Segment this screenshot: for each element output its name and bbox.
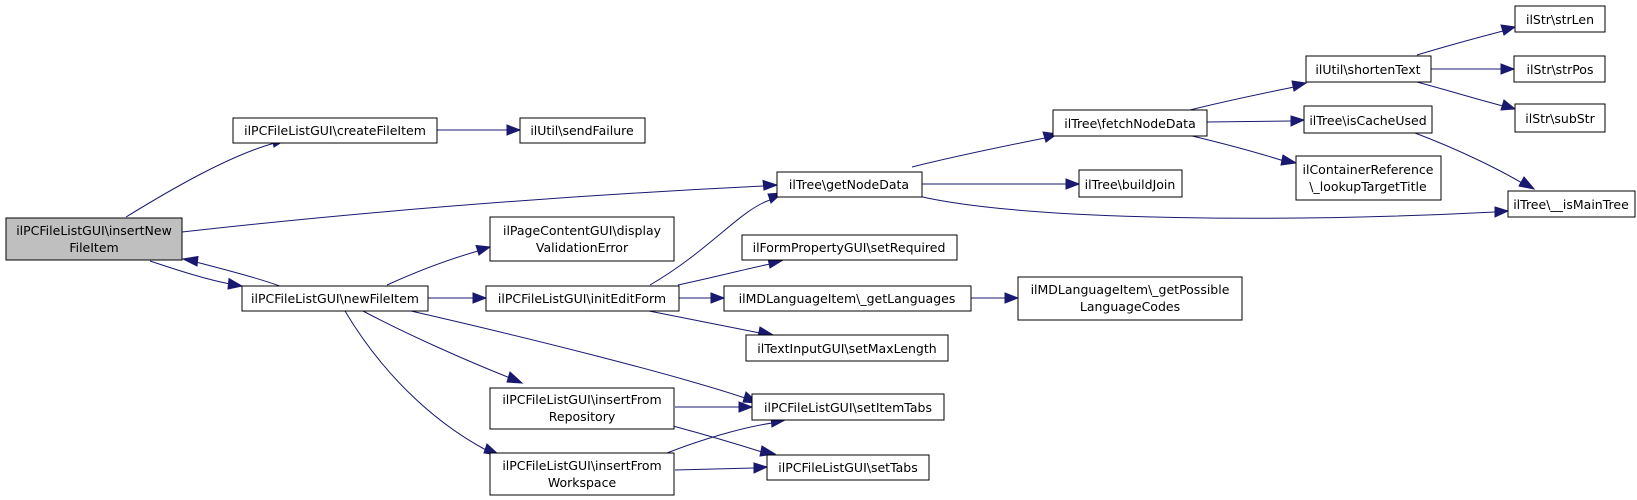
node-fetchnodedata[interactable]: ilTree\fetchNodeData: [1052, 109, 1208, 137]
edge-newfileitem-to-insertfromrepository: [362, 310, 524, 384]
node-setrequired[interactable]: ilFormPropertyGUI\setRequired: [741, 234, 958, 261]
edge-newfileitem-to-insertfromworkspace: [344, 310, 501, 456]
node-createfileitem[interactable]: ilPCFileListGUI\createFileItem: [232, 117, 438, 144]
node-getnodedata[interactable]: ilTree\getNodeData: [776, 171, 923, 198]
nodes: ilPCFileListGUI\insertNew FileItem ilPCF…: [5, 5, 1636, 496]
node-label: ilPCFileListGUI\initEditForm: [498, 291, 666, 306]
node-label: ilPCFileListGUI\insertFrom: [502, 392, 661, 407]
edge-iscacheused-to-ismaintree: [1414, 132, 1536, 190]
node-label: ilFormPropertyGUI\setRequired: [753, 240, 946, 255]
edge-insertnew-to-getnodedata: [181, 179, 779, 233]
node-label: ilUtil\sendFailure: [530, 123, 634, 138]
node-label: Repository: [549, 409, 616, 424]
edge-workspace-to-setitemtabs: [666, 416, 787, 454]
node-label: Workspace: [548, 475, 617, 490]
edge-newfileitem-to-displayvalidationerror: [386, 244, 492, 286]
node-label: LanguageCodes: [1080, 299, 1180, 314]
edge-initeditform-to-setrequired: [677, 257, 785, 286]
node-getpossiblelanguagecodes[interactable]: ilMDLanguageItem\_getPossible LanguageCo…: [1017, 276, 1243, 321]
node-setitemtabs[interactable]: ilPCFileListGUI\setItemTabs: [751, 393, 945, 421]
edge-fetchnodedata-to-lookuptargettitle: [1187, 134, 1298, 166]
edge-newfileitem-to-initeditform: [428, 292, 488, 304]
node-iscacheused[interactable]: ilTree\isCacheUsed: [1303, 105, 1433, 134]
node-setmaxlength[interactable]: ilTextInputGUI\setMaxLength: [745, 334, 949, 362]
edge-shortentext-to-strpos: [1431, 63, 1516, 75]
edge-repository-to-setitemtabs: [675, 401, 754, 413]
node-settabs[interactable]: ilPCFileListGUI\setTabs: [766, 454, 930, 481]
node-insertfromrepository[interactable]: ilPCFileListGUI\insertFrom Repository: [489, 387, 675, 430]
edges: [125, 24, 1536, 474]
node-initeditform[interactable]: ilPCFileListGUI\initEditForm: [485, 285, 680, 312]
node-label: ilPageContentGUI\display: [503, 223, 662, 238]
node-substr[interactable]: ilStr\subStr: [1514, 103, 1606, 133]
node-label: ilTree\isCacheUsed: [1309, 113, 1426, 128]
node-label: ilPCFileListGUI\insertNew: [16, 223, 172, 238]
node-label: ilStr\strPos: [1527, 62, 1594, 77]
node-newfileitem[interactable]: ilPCFileListGUI\newFileItem: [241, 285, 429, 312]
node-label: ilTree\__isMainTree: [1513, 197, 1629, 212]
edge-insertnew-to-createfileitem: [125, 135, 287, 218]
node-strlen[interactable]: ilStr\strLen: [1514, 5, 1606, 33]
node-lookuptargettitle[interactable]: ilContainerReference \_lookupTargetTitle: [1295, 155, 1442, 201]
edge-repository-to-settabs: [672, 425, 777, 457]
node-label: ilPCFileListGUI\setTabs: [778, 460, 918, 475]
edge-initeditform-to-getlanguages: [679, 292, 726, 304]
edge-getnodedata-to-fetchnodedata: [911, 131, 1059, 168]
node-label: ilMDLanguageItem\_getLanguages: [739, 291, 956, 306]
node-label: \_lookupTargetTitle: [1309, 179, 1427, 194]
node-label: FileItem: [69, 240, 118, 255]
node-buildjoin[interactable]: ilTree\buildJoin: [1078, 169, 1183, 198]
node-strpos[interactable]: ilStr\strPos: [1513, 55, 1606, 83]
node-shortentext[interactable]: ilUtil\shortenText: [1305, 55, 1432, 83]
node-label: ilStr\strLen: [1526, 12, 1594, 27]
node-label: ilTextInputGUI\setMaxLength: [757, 341, 936, 356]
node-insertnewfileitem[interactable]: ilPCFileListGUI\insertNew FileItem: [5, 217, 183, 261]
node-label: ilTree\buildJoin: [1085, 177, 1176, 192]
edge-createfileitem-to-sendfailure: [437, 124, 522, 136]
node-label: ilUtil\shortenText: [1315, 62, 1420, 77]
node-label: ilPCFileListGUI\createFileItem: [244, 123, 426, 138]
edge-fetchnodedata-to-iscacheused: [1206, 115, 1306, 127]
node-insertfromworkspace[interactable]: ilPCFileListGUI\insertFrom Workspace: [489, 452, 675, 496]
edge-getlanguages-to-getpossiblelanguagecodes: [971, 292, 1020, 304]
node-label: ilTree\fetchNodeData: [1064, 116, 1195, 131]
edge-workspace-to-settabs: [674, 462, 769, 474]
node-ismaintree[interactable]: ilTree\__isMainTree: [1507, 190, 1636, 218]
edge-shortentext-to-substr: [1416, 81, 1517, 111]
edge-shortentext-to-strlen: [1416, 24, 1517, 56]
node-label: ilMDLanguageItem\_getPossible: [1031, 282, 1230, 297]
node-label: ilPCFileListGUI\insertFrom: [502, 458, 661, 473]
node-label: ilTree\getNodeData: [789, 177, 909, 192]
node-displayvalidationerror[interactable]: ilPageContentGUI\display ValidationError: [489, 216, 675, 262]
node-label: ilPCFileListGUI\newFileItem: [251, 291, 419, 306]
node-sendfailure[interactable]: ilUtil\sendFailure: [519, 117, 646, 144]
edge-fetchnodedata-to-shortentext: [1189, 80, 1308, 111]
node-label: ilPCFileListGUI\setItemTabs: [764, 400, 932, 415]
node-label: ilStr\subStr: [1525, 111, 1595, 126]
node-getlanguages[interactable]: ilMDLanguageItem\_getLanguages: [723, 285, 972, 312]
edge-getnodedata-to-buildjoin: [922, 178, 1081, 190]
node-label: ilContainerReference: [1303, 162, 1434, 177]
edge-insertnew-to-newfileitem: [149, 260, 244, 290]
edge-getnodedata-to-ismaintree: [917, 195, 1510, 219]
edge-initeditform-to-setmaxlength: [648, 310, 775, 338]
node-label: ValidationError: [536, 240, 629, 255]
